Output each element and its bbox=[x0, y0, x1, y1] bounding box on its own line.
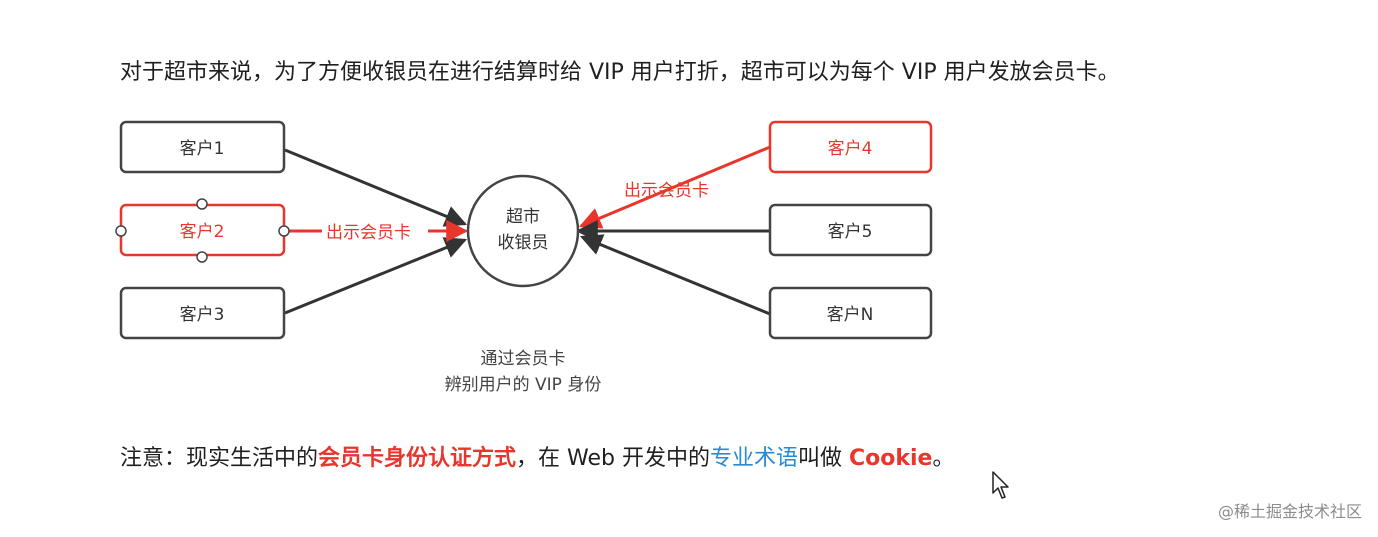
caption-line2: 辨别用户的 VIP 身份 bbox=[445, 375, 602, 395]
edge-label-left: 出示会员卡 bbox=[326, 223, 411, 243]
note-highlight-cookie: Cookie bbox=[849, 446, 933, 471]
watermark: @稀土掘金技术社区 bbox=[1217, 502, 1362, 521]
note-prefix: 注意：现实生活中的 bbox=[120, 446, 319, 471]
caption-line1: 通过会员卡 bbox=[481, 349, 566, 369]
note-highlight-auth: 会员卡身份认证方式 bbox=[318, 446, 517, 471]
selection-handle-left bbox=[115, 225, 127, 237]
edge-label-right: 出示会员卡 bbox=[624, 181, 709, 201]
note-highlight-term: 专业术语 bbox=[709, 446, 798, 471]
selection-handle-bottom bbox=[196, 251, 208, 263]
note-middle: ，在 Web 开发中的 bbox=[516, 446, 710, 471]
customer-2-label: 客户2 bbox=[180, 222, 225, 242]
customer-3-box bbox=[119, 286, 286, 340]
edge-c1-to-cashier bbox=[284, 148, 468, 227]
note-middle2: 叫做 bbox=[798, 446, 849, 471]
cashier-label-line1: 超市 bbox=[506, 207, 540, 227]
edge-cN-to-cashier bbox=[579, 234, 771, 316]
edge-c4-to-cashier bbox=[578, 145, 771, 229]
note-suffix: 。 bbox=[932, 446, 955, 471]
selection-handle-right bbox=[278, 225, 290, 237]
customer-3-label: 客户3 bbox=[180, 305, 225, 325]
note-text: 注意：现实生活中的会员卡身份认证方式，在 Web 开发中的专业术语叫做 Cook… bbox=[120, 440, 954, 472]
mouse-cursor-icon bbox=[992, 471, 1009, 499]
customer-5-label: 客户5 bbox=[828, 222, 873, 242]
edge-label-left-bg bbox=[322, 218, 428, 244]
customer-5-box bbox=[768, 203, 933, 257]
customer-4-box bbox=[768, 120, 933, 174]
selection-handle-top bbox=[196, 198, 208, 210]
edge-c3-to-cashier bbox=[284, 237, 468, 315]
customer-n-label: 客户N bbox=[827, 305, 874, 325]
customer-4-label: 客户4 bbox=[828, 139, 873, 159]
intro-text: 对于超市来说，为了方便收银员在进行结算时给 VIP 用户打折，超市可以为每个 V… bbox=[120, 60, 1120, 85]
customer-n-box bbox=[768, 286, 933, 340]
customer-1-label: 客户1 bbox=[180, 139, 225, 159]
cashier-label-line2: 收银员 bbox=[498, 233, 549, 253]
customer-1-box bbox=[119, 120, 286, 174]
cashier-node bbox=[466, 174, 580, 288]
